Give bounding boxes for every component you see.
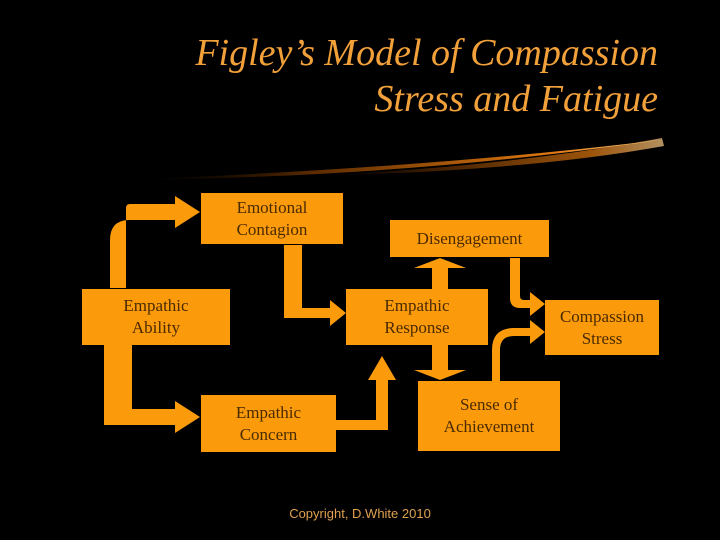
node-label-line: Contagion (237, 219, 308, 241)
arrow-disengagement-to-stress (510, 258, 545, 316)
node-label-line: Stress (582, 328, 623, 350)
copyright-footer: Copyright, D.White 2010 (0, 506, 720, 521)
node-label-line: Empathic (123, 295, 188, 317)
node-label-line: Emotional (237, 197, 308, 219)
node-label-line: Empathic (236, 402, 301, 424)
node-disengagement: Disengagement (390, 220, 549, 257)
node-label-line: Response (384, 317, 449, 339)
arrow-ability-to-concern (104, 345, 200, 433)
node-label-line: Achievement (444, 416, 535, 438)
node-empathic-response: Empathic Response (346, 289, 488, 345)
node-label-line: Disengagement (417, 228, 523, 250)
arrow-achievement-to-stress (492, 320, 545, 385)
node-label-line: Empathic (384, 295, 449, 317)
node-label-line: Concern (240, 424, 298, 446)
node-emotional-contagion: Emotional Contagion (201, 193, 343, 244)
arrow-concern-to-response (335, 356, 396, 430)
node-empathic-ability: Empathic Ability (82, 289, 230, 345)
node-compassion-stress: Compassion Stress (545, 300, 659, 355)
node-label-line: Sense of (460, 394, 518, 416)
node-label-line: Compassion (560, 306, 644, 328)
node-empathic-concern: Empathic Concern (201, 395, 336, 452)
arrow-contagion-to-response (284, 245, 346, 326)
node-label-line: Ability (132, 317, 180, 339)
arrow-ability-to-contagion (110, 196, 200, 288)
node-sense-of-achievement: Sense of Achievement (418, 381, 560, 451)
